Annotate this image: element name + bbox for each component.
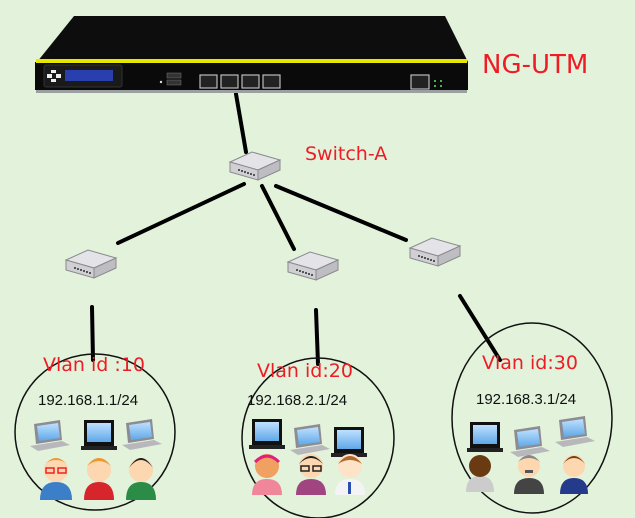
status-leds — [434, 80, 442, 87]
link-utm-switch-a — [234, 92, 248, 154]
vlan10-label: Vlan id :10 — [43, 354, 145, 376]
vlan10-boundary — [14, 353, 176, 511]
vlan20-boundary — [241, 357, 395, 518]
access-switch-2-icon[interactable] — [287, 251, 339, 281]
vlan30-boundary — [451, 322, 613, 514]
port-wan1[interactable] — [220, 74, 239, 89]
links — [90, 92, 502, 366]
user-icon[interactable] — [560, 455, 588, 494]
switch-a-label: Switch-A — [305, 143, 388, 165]
utm-yellow-stripe — [36, 59, 467, 63]
user-icon[interactable] — [84, 458, 114, 500]
user-icon[interactable] — [296, 454, 326, 495]
monitor-laptop-icon[interactable] — [467, 422, 503, 452]
vlan20-subnet: 192.168.2.1/24 — [247, 392, 348, 409]
vlan10-subnet: 192.168.1.1/24 — [38, 392, 139, 409]
link-switch-3-vlan30 — [458, 294, 502, 362]
lcd-screen — [65, 70, 113, 81]
user-icon[interactable] — [335, 454, 365, 495]
user-icon[interactable] — [514, 455, 544, 494]
monitor-laptop-icon[interactable] — [81, 420, 117, 450]
port-lan[interactable] — [199, 74, 218, 89]
link-switch-1-vlan10 — [90, 305, 95, 362]
laptop-icon[interactable] — [510, 426, 550, 457]
vlan20-users — [252, 454, 365, 495]
vlan30-label: Vlan id:30 — [482, 352, 578, 374]
ng-utm-appliance[interactable] — [35, 16, 468, 93]
link-switch-a-switch-2 — [260, 184, 296, 251]
user-icon[interactable] — [126, 458, 156, 500]
link-switch-a-switch-1 — [116, 182, 246, 245]
link-switch-a-switch-3 — [274, 184, 408, 242]
vlan10-users — [40, 458, 156, 500]
laptop-icon[interactable] — [290, 424, 330, 455]
port-dmz[interactable] — [262, 74, 281, 89]
utm-label: NG-UTM — [482, 50, 589, 80]
laptop-icon[interactable] — [555, 416, 595, 447]
vlan20-label: Vlan id:20 — [257, 360, 353, 382]
access-switch-3-icon[interactable] — [409, 237, 461, 267]
reset-button[interactable] — [159, 80, 163, 84]
access-switch-1-icon[interactable] — [65, 249, 117, 279]
usb-port[interactable] — [166, 79, 182, 86]
utm-top-cover — [37, 16, 468, 62]
user-icon[interactable] — [40, 458, 72, 500]
vlan30-subnet: 192.168.3.1/24 — [476, 391, 577, 408]
laptop-icon[interactable] — [30, 420, 70, 451]
usb-port[interactable] — [166, 72, 182, 79]
port-wan2[interactable] — [241, 74, 260, 89]
console-port[interactable] — [410, 74, 430, 90]
monitor-laptop-icon[interactable] — [331, 427, 367, 457]
link-switch-2-vlan20 — [314, 308, 320, 366]
vlan30-users — [466, 455, 588, 494]
laptop-icon[interactable] — [122, 419, 162, 450]
user-icon[interactable] — [466, 455, 494, 492]
monitor-laptop-icon[interactable] — [249, 419, 285, 449]
switch-a-icon[interactable] — [229, 151, 281, 181]
nav-keypad-icon[interactable] — [47, 70, 61, 82]
user-icon[interactable] — [252, 454, 282, 495]
